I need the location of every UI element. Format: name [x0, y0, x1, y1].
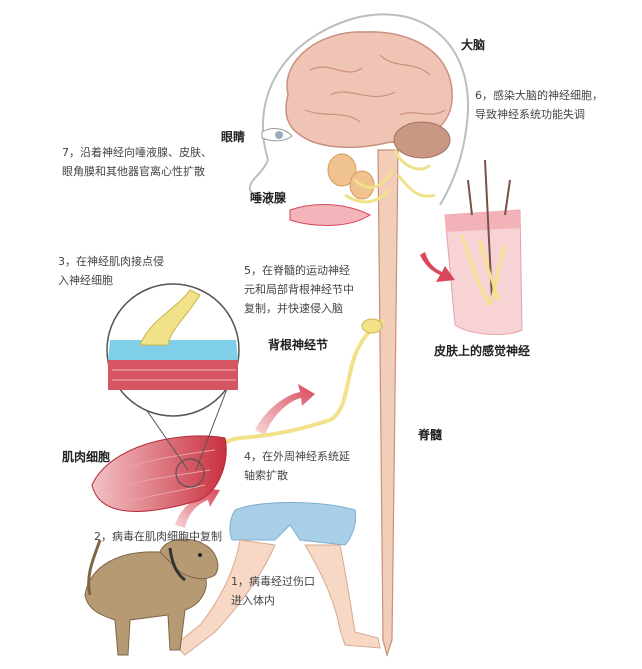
dorsal-ganglion-node: [361, 318, 383, 334]
step-6-text: 6，感染大脑的神经细胞，导致神经系统功能失调: [475, 89, 603, 121]
spinal-cord: [377, 149, 399, 658]
skin-nerve-label: 皮肤上的感觉神经: [434, 344, 531, 358]
step-7-text: 7，沿着神经向唾液腺、皮肤、眼角膜和其他器官离心性扩散: [62, 146, 212, 178]
head-outline: [261, 13, 470, 206]
step-3-text: 3，在神经肌肉接点侵入神经细胞: [58, 255, 164, 287]
brain: [285, 31, 453, 159]
face-profile: [248, 159, 271, 206]
dog: [84, 538, 219, 656]
magnified-junction: [106, 283, 240, 488]
step-2-text: 2，病毒在肌肉细胞中复制: [94, 530, 222, 543]
step-4-text: 4，在外周神经系统延轴索扩散: [244, 450, 350, 482]
arrow-to-skin: [420, 252, 455, 282]
muscle-cell-label: 肌肉细胞: [62, 450, 111, 464]
human-legs: [174, 502, 381, 656]
spine-label: 脊髓: [418, 428, 443, 442]
eye: [261, 128, 293, 142]
salivary-gland-label: 唾液腺: [250, 191, 287, 205]
arrow-to-muscle: [175, 488, 220, 528]
peripheral-nerve: [188, 318, 386, 472]
dorsal-ganglion-label: 背根神经节: [268, 338, 329, 352]
brain-nerves: [344, 149, 436, 204]
arrow-upward: [255, 384, 315, 435]
eye-label: 眼睛: [221, 130, 246, 144]
salivary-gland: [289, 153, 375, 226]
step-1-text: 1，病毒经过伤口进入体内: [231, 575, 315, 607]
muscle: [91, 435, 227, 512]
step-5-text: 5，在脊髓的运动神经元和局部背根神经节中复制，并快速侵入脑: [244, 264, 354, 315]
brain-label: 大脑: [461, 38, 486, 52]
skin-section: [444, 159, 523, 335]
